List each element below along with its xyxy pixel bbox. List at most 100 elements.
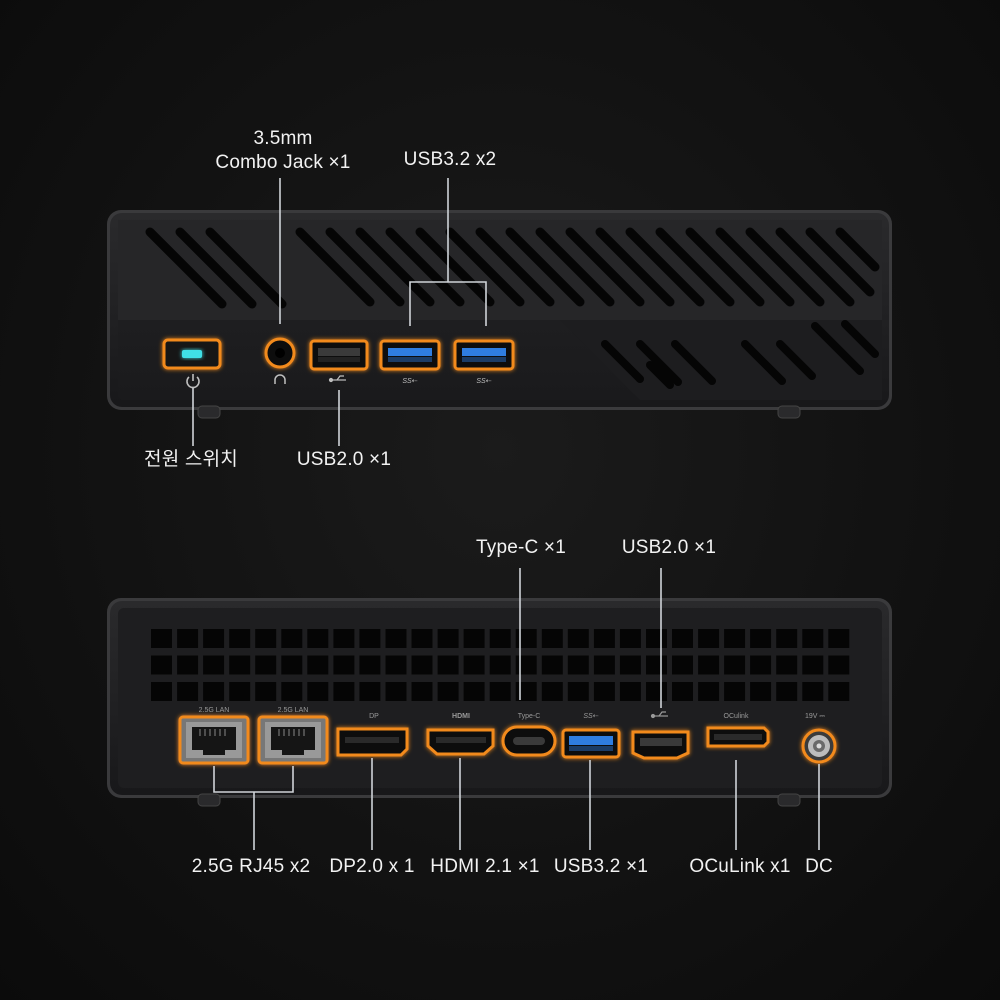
- rear-vent-grid: [151, 629, 850, 701]
- vent-hole: [411, 682, 433, 701]
- rear-dc-jack: [801, 728, 837, 764]
- vent-hole: [177, 682, 199, 701]
- vent-hole: [489, 655, 511, 675]
- combo-jack: [264, 337, 296, 369]
- vent-hole: [515, 682, 537, 701]
- dc-label: DC: [805, 856, 833, 877]
- power-icon: [186, 374, 200, 389]
- vent-hole: [593, 682, 615, 701]
- vent-hole: [750, 629, 772, 648]
- vent-hole: [385, 629, 407, 648]
- rear-usb3-port: [561, 728, 621, 759]
- vent-hole: [672, 655, 693, 675]
- vent-hole: [307, 629, 329, 648]
- vent-hole: [229, 655, 251, 675]
- ss-mark-2: SS⇠: [476, 378, 491, 385]
- rear-usb32-label: USB3.2 ×1: [553, 856, 649, 877]
- vent-hole: [359, 629, 381, 648]
- hdmi-mark: HDMI: [452, 713, 470, 720]
- vent-hole: [437, 682, 459, 701]
- rear-dp-port: [336, 727, 409, 757]
- vent-hole: [646, 682, 667, 701]
- vent-hole: [385, 682, 407, 701]
- vent-hole: [255, 655, 277, 675]
- vent-hole: [177, 629, 199, 648]
- vent-hole: [828, 655, 850, 675]
- vent-hole: [151, 682, 172, 701]
- front-leader-lines: [192, 178, 487, 446]
- vent-hole: [541, 682, 563, 701]
- rear-usb-icon: [650, 711, 668, 719]
- vent-hole: [698, 655, 720, 675]
- front-usb2-port: [309, 339, 369, 371]
- vent-hole: [333, 682, 355, 701]
- vent-hole: [619, 682, 641, 701]
- dp-mark: DP: [369, 713, 379, 720]
- front-usb3-port-1: [379, 339, 441, 371]
- vent-hole: [411, 629, 433, 648]
- front-usb20-label: USB2.0 ×1: [296, 449, 392, 470]
- vent-hole: [802, 682, 824, 701]
- vent-hole: [750, 682, 772, 701]
- rear-typec-port: [501, 725, 557, 757]
- oculink-label: OCuLink x1: [689, 856, 791, 877]
- vent-hole: [541, 655, 563, 675]
- typec-mark: Type-C: [518, 713, 541, 720]
- vent-hole: [646, 655, 667, 675]
- rear-usb2-port: [631, 730, 690, 760]
- vent-hole: [672, 629, 693, 648]
- vent-hole: [203, 629, 225, 648]
- vent-hole: [567, 682, 589, 701]
- vent-hole: [229, 629, 251, 648]
- vent-hole: [203, 682, 225, 701]
- vent-hole: [281, 629, 303, 648]
- vent-hole: [359, 655, 381, 675]
- front-panel: [107, 210, 892, 419]
- usb-icon: [328, 375, 346, 383]
- vent-hole: [333, 655, 355, 675]
- vent-hole: [255, 629, 277, 648]
- vent-hole: [750, 655, 772, 675]
- vent-hole: [151, 629, 172, 648]
- vent-hole: [151, 655, 172, 675]
- oculink-mark: OCulink: [724, 713, 749, 720]
- combo-jack-label-line1: 3.5mm: [253, 128, 313, 149]
- vent-hole: [646, 629, 667, 648]
- vent-hole: [437, 655, 459, 675]
- vent-hole: [229, 682, 251, 701]
- vent-hole: [724, 629, 746, 648]
- vent-hole: [567, 655, 589, 675]
- vent-hole: [411, 655, 433, 675]
- vent-hole: [489, 682, 511, 701]
- vent-hole: [437, 629, 459, 648]
- vent-hole: [802, 629, 824, 648]
- rear-hdmi-port: [426, 728, 495, 756]
- front-vent-slots: [145, 227, 880, 309]
- power-switch-label: 전원 스위치: [144, 449, 238, 470]
- vent-hole: [177, 655, 199, 675]
- dp-label: DP2.0 x 1: [329, 856, 415, 877]
- front-usb3-port-2: [453, 339, 515, 371]
- rear-oculink-port: [706, 726, 770, 748]
- headset-icon: [274, 374, 286, 384]
- typec-label: Type-C ×1: [476, 537, 566, 558]
- vent-hole: [359, 682, 381, 701]
- dc-mark: 19V ⎓: [805, 713, 825, 720]
- vent-hole: [463, 682, 485, 701]
- vent-hole: [619, 629, 641, 648]
- vent-hole: [776, 682, 798, 701]
- vent-hole: [385, 655, 407, 675]
- vent-hole: [307, 655, 329, 675]
- front-usb32-label: USB3.2 x2: [403, 149, 497, 170]
- vent-hole: [307, 682, 329, 701]
- vent-hole: [541, 629, 563, 648]
- rear-ss-mark: SS⇠: [583, 713, 598, 720]
- rear-leader-lines: [213, 568, 820, 850]
- vent-hole: [776, 629, 798, 648]
- vent-hole: [515, 629, 537, 648]
- vent-hole: [593, 655, 615, 675]
- vent-hole: [698, 682, 720, 701]
- rear-lan-port-2: [257, 715, 329, 765]
- ss-mark-1: SS⇠: [402, 378, 417, 385]
